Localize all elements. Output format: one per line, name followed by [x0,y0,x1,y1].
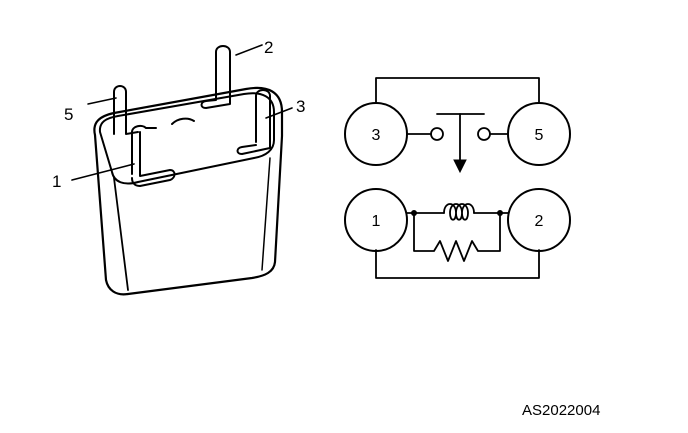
schematic-top-wire [375,77,540,103]
relay-pictorial: 2 5 3 1 [52,38,305,296]
pictorial-label-5: 5 [64,105,73,124]
coil-icon [443,203,475,221]
actuator-arrow-icon [453,159,467,174]
schematic-bottom-wire [375,249,540,279]
leader-line-2 [235,44,263,56]
relay-front-edge [113,177,129,291]
relay-pin-3 [236,89,271,155]
resistor-branch [413,212,501,262]
terminal-5-label: 5 [535,127,544,144]
pictorial-label-3: 3 [296,97,305,116]
leader-line-3 [265,107,293,119]
relay-pin-2 [200,45,231,109]
switch-contact-right [477,127,491,141]
pictorial-label-2: 2 [264,38,273,57]
terminal-3 [344,102,408,166]
relay-pin-1 [131,124,176,187]
relay-side-edge [261,157,271,271]
relay-top-slot [171,117,195,125]
terminal-5 [507,102,571,166]
relay-top-face [98,92,275,185]
relay-schematic: 3 5 1 2 [344,77,571,279]
terminal-2-label: 2 [535,213,544,230]
leader-line-1 [71,163,135,181]
terminal-2 [507,188,571,252]
relay-body-outline [93,86,284,296]
pictorial-label-1: 1 [52,172,61,191]
terminal-1-label: 1 [372,213,381,230]
terminal-3-label: 3 [372,127,381,144]
figure-id: AS2022004 [522,402,600,419]
terminal-1 [344,188,408,252]
leader-line-5 [87,97,117,105]
switch-contact-left [430,127,444,141]
